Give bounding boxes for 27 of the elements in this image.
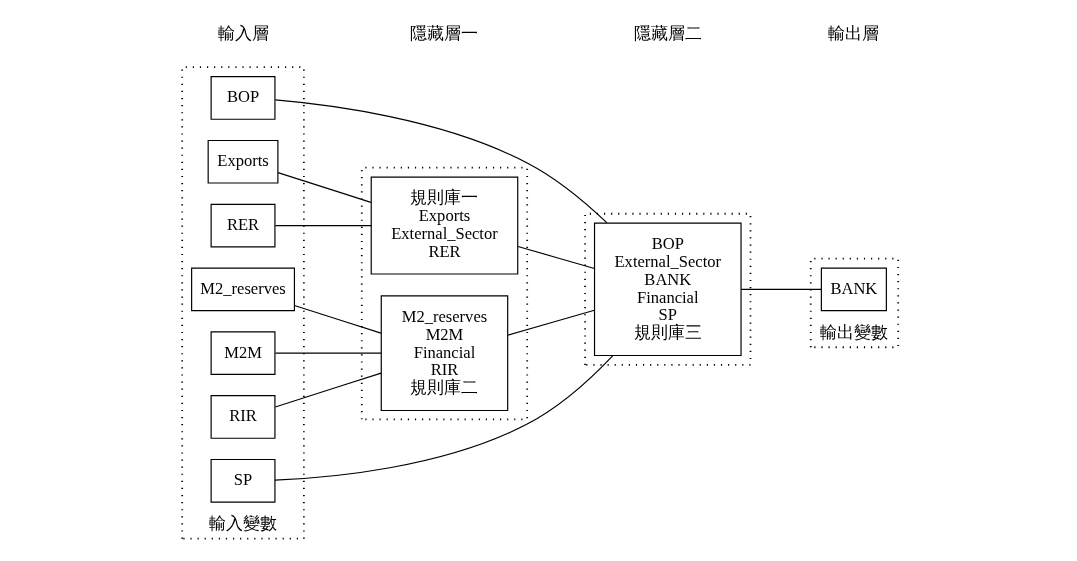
cluster	[360, 166, 528, 421]
connector	[274, 352, 382, 354]
label: 輸入層	[217, 23, 269, 43]
connector	[739, 288, 822, 290]
node-box: BOP	[210, 76, 275, 120]
connector	[516, 245, 595, 270]
node-box: 規則庫一 Exports External_Sector RER	[370, 176, 518, 275]
connector	[506, 309, 595, 336]
node-box: M2M	[210, 331, 275, 375]
node-box: SP	[210, 458, 275, 503]
label: 隱藏層二	[633, 23, 702, 43]
node-box: BANK	[820, 267, 887, 312]
connector	[273, 355, 613, 481]
node-box: BOP External_Sector BANK Financial SP 規則庫三	[593, 222, 742, 357]
node-box: M2_reserves M2M Financial RIR 規則庫二	[380, 295, 508, 412]
label: 隱藏層一	[409, 23, 478, 43]
connector	[274, 224, 372, 227]
node-box: M2_reserves	[190, 267, 295, 312]
cluster	[583, 212, 751, 366]
node-box: RER	[210, 203, 275, 248]
node-box: RIR	[210, 395, 275, 439]
connector	[293, 304, 382, 334]
node-box: Exports	[207, 139, 278, 184]
connector	[274, 372, 382, 408]
label: 輸出層	[827, 23, 879, 43]
connector	[276, 172, 371, 203]
connector	[274, 99, 608, 224]
